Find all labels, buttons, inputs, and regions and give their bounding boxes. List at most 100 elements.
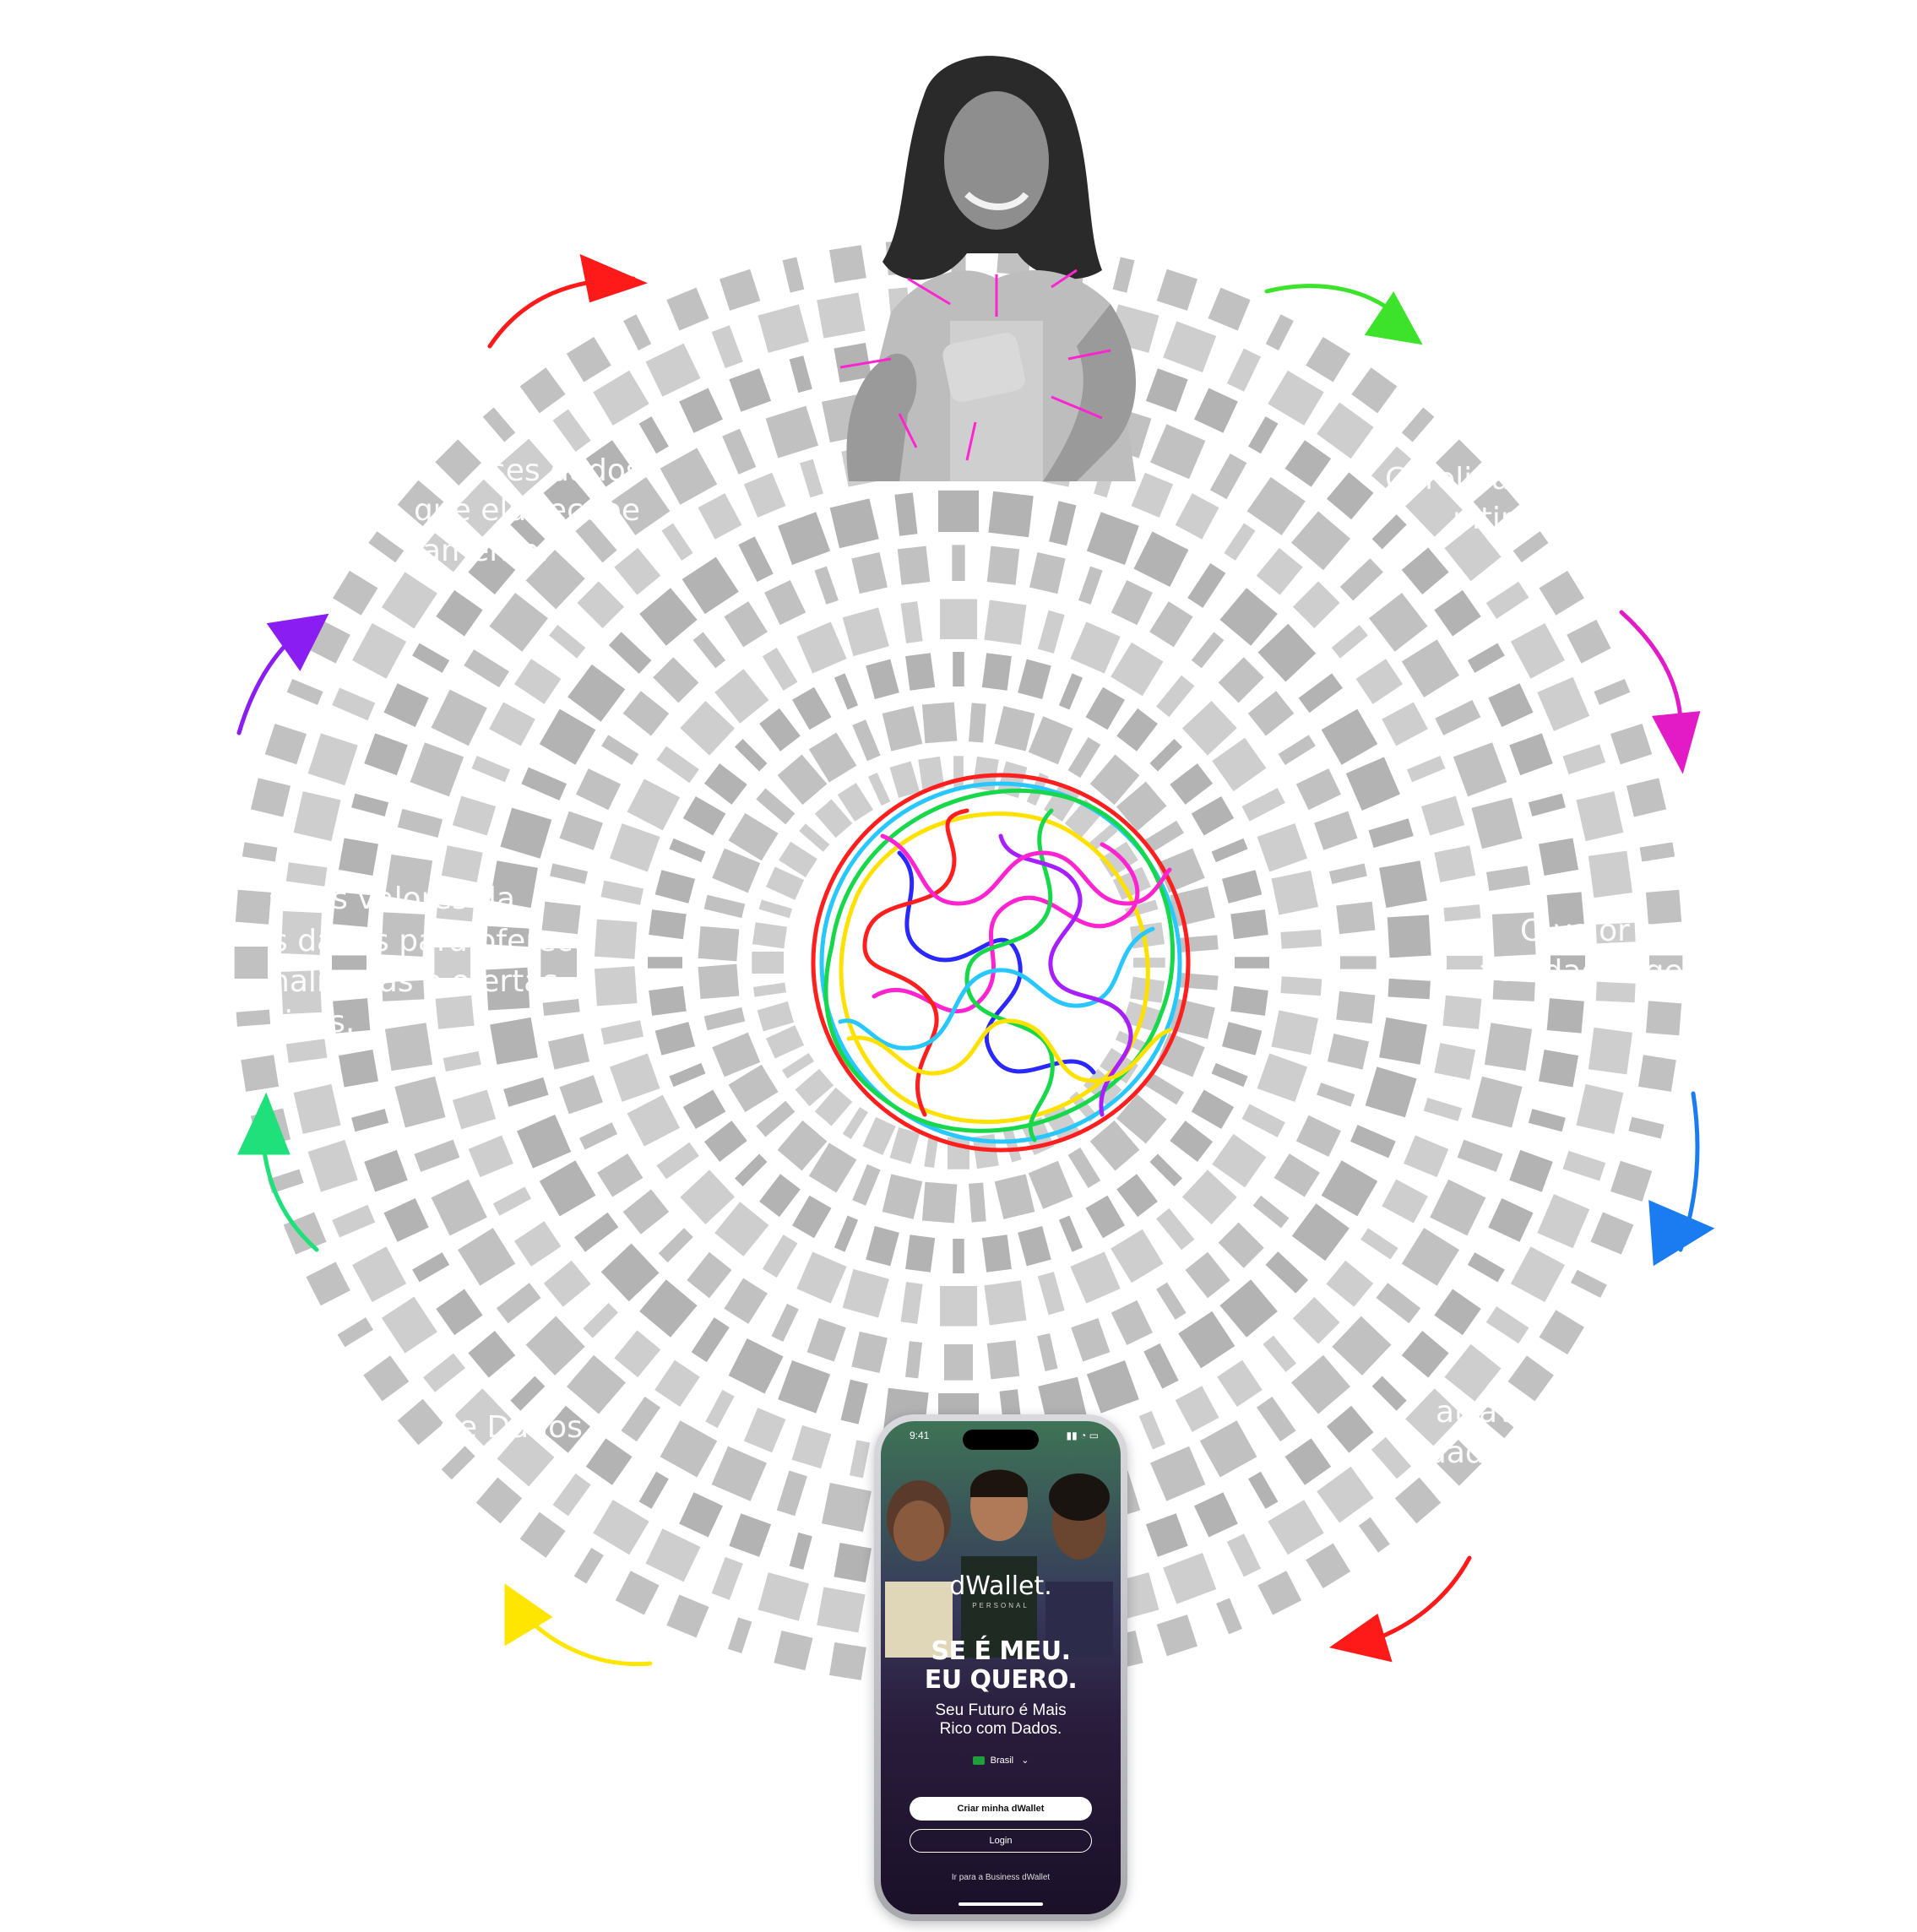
subtitle-line-1: Seu Futuro é Mais	[935, 1701, 1067, 1719]
ring-tile	[796, 1251, 847, 1304]
ring-tile	[567, 664, 626, 722]
ring-tile	[981, 1235, 1012, 1273]
ring-tile	[866, 659, 899, 700]
ring-tile	[382, 980, 425, 1001]
ring-tile	[1444, 524, 1502, 582]
ring-tile	[381, 572, 437, 629]
ring-tile	[889, 1126, 920, 1164]
overlay-text: nitir com o	[1453, 502, 1616, 536]
ring-tile	[1284, 440, 1332, 487]
ring-tile	[593, 1500, 649, 1555]
ring-tile	[727, 1617, 752, 1654]
ring-tile	[1211, 838, 1248, 863]
ring-tile	[468, 1331, 516, 1378]
ring-tile	[952, 545, 965, 581]
ring-tile	[743, 1408, 786, 1453]
ring-tile	[691, 1317, 730, 1363]
ring-tile	[337, 1317, 374, 1348]
ring-tile	[1327, 1405, 1374, 1453]
ring-tile	[894, 492, 918, 536]
ring-tile	[1345, 757, 1400, 811]
country-selector[interactable]: Brasil ⌄	[881, 1755, 1121, 1766]
ring-tile	[1467, 643, 1505, 673]
ring-tile	[777, 1120, 828, 1171]
business-link[interactable]: Ir para a Business dWallet	[951, 1873, 1051, 1882]
ring-tile	[1221, 1022, 1263, 1056]
ring-tile	[648, 957, 682, 969]
ring-tile	[1067, 1147, 1101, 1189]
ring-tile	[559, 1075, 603, 1115]
ring-tile	[792, 1195, 832, 1239]
ring-tile	[1143, 1072, 1185, 1105]
ring-tile	[594, 966, 638, 1007]
ring-tile	[364, 1149, 408, 1192]
ring-tile	[759, 708, 801, 752]
ring-tile	[497, 1429, 555, 1487]
ring-tile	[1271, 1010, 1319, 1056]
overlay-text: através da	[1436, 1395, 1598, 1430]
ring-tile	[1401, 639, 1460, 697]
ring-tile	[1491, 912, 1536, 957]
ring-tile	[796, 621, 847, 674]
ring-tile	[431, 689, 487, 746]
ring-tile	[1256, 547, 1303, 595]
ring-tile	[986, 545, 1020, 585]
ring-tile	[1181, 1170, 1237, 1224]
ring-tile	[351, 1109, 389, 1132]
ring-tile	[1248, 1471, 1279, 1509]
country-label: Brasil	[990, 1756, 1014, 1766]
ring-tile	[1443, 904, 1481, 922]
ring-tile	[666, 1594, 709, 1638]
ring-tile	[728, 812, 779, 861]
ring-tile	[1368, 818, 1414, 849]
ring-tile	[600, 1020, 644, 1045]
ring-tile	[705, 1389, 735, 1429]
ring-tile	[1284, 1438, 1332, 1485]
home-indicator[interactable]	[958, 1902, 1043, 1906]
ring-tile	[1058, 673, 1083, 710]
ring-tile	[364, 733, 408, 776]
ring-tile	[1430, 1179, 1486, 1236]
ring-tile	[454, 479, 512, 537]
ring-tile	[953, 1239, 964, 1273]
ring-tile	[1133, 531, 1189, 588]
ring-tile	[1241, 1104, 1285, 1137]
ring-tile	[660, 1420, 718, 1478]
ring-tile	[703, 763, 747, 805]
ring-tile	[1131, 472, 1174, 518]
ring-tile	[1336, 901, 1376, 935]
ring-tile	[1217, 1359, 1263, 1408]
ring-tile	[866, 1225, 899, 1267]
ring-tile	[1124, 899, 1159, 919]
ring-tile	[521, 767, 567, 800]
ring-tile	[882, 1174, 923, 1219]
ring-tile	[381, 912, 426, 957]
ring-tile	[1434, 1289, 1481, 1336]
ring-tile	[645, 1528, 701, 1582]
ring-tile	[622, 1189, 670, 1235]
ring-tile	[1306, 1543, 1351, 1588]
ring-tile	[1510, 622, 1566, 679]
ring-tile	[1537, 1194, 1590, 1249]
overlay-text: sivas.	[269, 1005, 356, 1039]
subtitle-line-2: Rico com Dados.	[939, 1720, 1062, 1738]
ring-tile	[384, 1023, 433, 1072]
ring-tile	[1492, 980, 1535, 1001]
overlay-text: amente.	[422, 534, 549, 568]
ring-tile	[1085, 687, 1125, 730]
ring-tile	[594, 919, 638, 959]
ring-tile	[293, 791, 341, 842]
create-wallet-button[interactable]: Criar minha dWallet	[910, 1797, 1092, 1821]
ring-tile	[905, 1235, 936, 1273]
ring-tile	[543, 472, 590, 520]
ring-tile	[1111, 1229, 1164, 1283]
ring-tile	[743, 472, 786, 518]
ring-tile	[792, 687, 832, 730]
ring-tile	[1150, 1446, 1206, 1501]
ring-tile	[1086, 1360, 1139, 1414]
ring-tile	[1089, 754, 1140, 806]
ring-tile	[517, 1114, 572, 1169]
ring-tile	[789, 1532, 812, 1570]
login-button[interactable]: Login	[910, 1829, 1092, 1853]
ring-tile	[900, 601, 923, 643]
